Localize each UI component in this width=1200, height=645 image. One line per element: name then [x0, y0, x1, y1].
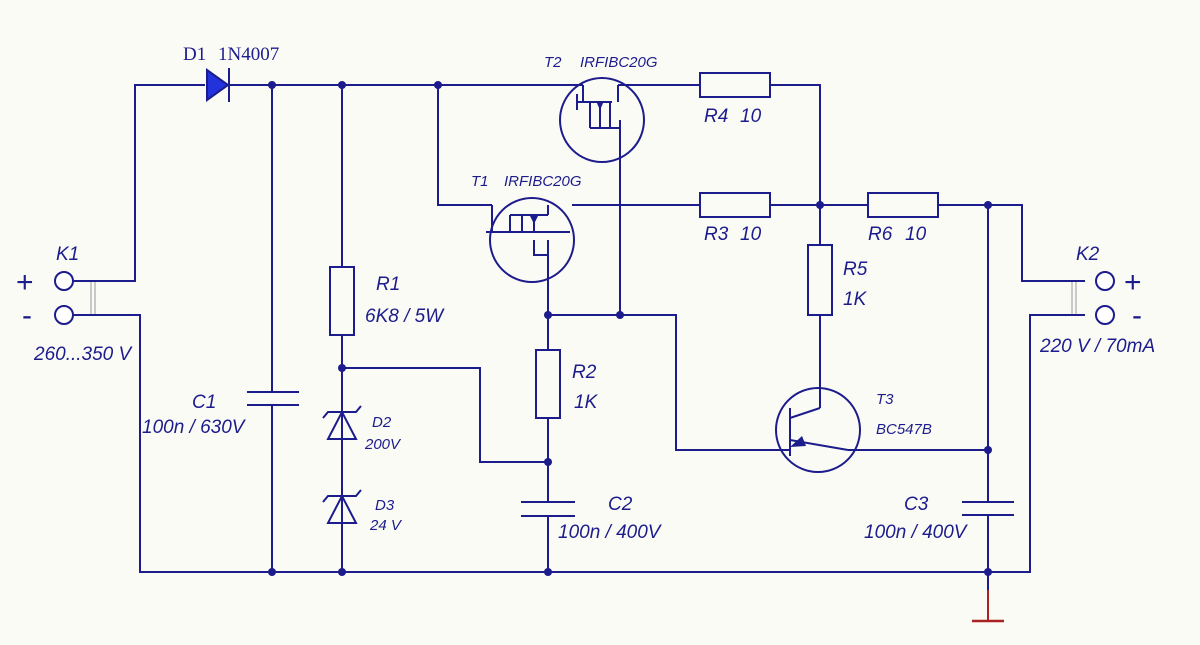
- c3-ref: C3: [904, 494, 929, 515]
- resistor-r5: R5 1K: [807, 244, 868, 316]
- r3-value: 10: [740, 224, 762, 245]
- resistor-r4: R4 10: [699, 72, 771, 127]
- r6-value: 10: [905, 224, 927, 245]
- t1-value: IRFIBC20G: [504, 173, 582, 190]
- resistor-r6: R6 10: [867, 192, 939, 245]
- k2-minus-pin: [1095, 305, 1115, 325]
- k1-minus-sign: -: [22, 299, 32, 332]
- resistor-r3: R3 10: [699, 192, 771, 245]
- capacitor-c2: C2 100n / 400V: [521, 494, 663, 543]
- r1-value: 6K8 / 5W: [365, 306, 445, 327]
- diode-d1: D1 1N4007: [183, 44, 279, 102]
- c2-ref: C2: [608, 494, 633, 515]
- r4-ref: R4: [704, 106, 728, 127]
- r5-value: 1K: [843, 289, 868, 310]
- resistor-r1: R1 6K8 / 5W: [329, 266, 445, 336]
- junction-dots: [268, 81, 992, 576]
- c1-value: 100n / 630V: [142, 417, 247, 438]
- t1-ref: T1: [471, 173, 489, 190]
- transistor-t3: T3 BC547B: [775, 387, 932, 473]
- t2-value: IRFIBC20G: [580, 54, 658, 71]
- r6-ref: R6: [868, 224, 893, 245]
- k2-plus-pin: [1095, 271, 1115, 291]
- d1-ref: D1: [183, 44, 206, 65]
- mosfet-t2: T2 IRFIBC20G: [544, 54, 658, 163]
- mosfet-t1: T1 IRFIBC20G: [471, 173, 582, 283]
- connector-k2: K2 + - 220 V / 70mA: [1039, 244, 1155, 357]
- zener-d3: D3 24 V: [322, 489, 403, 534]
- r1-ref: R1: [376, 274, 400, 295]
- d3-value: 24 V: [369, 517, 403, 534]
- k2-minus-sign: -: [1132, 299, 1142, 332]
- k1-label: K1: [56, 244, 79, 265]
- k1-minus-pin: [54, 305, 74, 325]
- zener-d2: D2 200V: [322, 405, 402, 453]
- k1-voltage-range: 260...350 V: [33, 344, 134, 365]
- k1-plus-sign: +: [16, 266, 34, 299]
- r2-ref: R2: [572, 362, 597, 383]
- d2-value: 200V: [364, 436, 402, 453]
- r3-ref: R3: [704, 224, 729, 245]
- c3-value: 100n / 400V: [864, 522, 969, 543]
- k2-rating: 220 V / 70mA: [1039, 336, 1155, 357]
- r5-ref: R5: [843, 259, 868, 280]
- k1-plus-pin: [54, 271, 74, 291]
- r2-value: 1K: [574, 392, 599, 413]
- d1-value: 1N4007: [218, 44, 279, 65]
- k2-plus-sign: +: [1124, 266, 1142, 299]
- d3-ref: D3: [375, 497, 395, 514]
- connector-k1: K1 + - 260...350 V: [16, 244, 134, 365]
- capacitor-c3: C3 100n / 400V: [864, 494, 1014, 543]
- r4-value: 10: [740, 106, 762, 127]
- resistor-r2: R2 1K: [535, 349, 599, 419]
- t3-ref: T3: [876, 391, 894, 408]
- c1-ref: C1: [192, 392, 216, 413]
- ground-icon: [972, 590, 1004, 623]
- c2-value: 100n / 400V: [558, 522, 663, 543]
- t3-value: BC547B: [876, 421, 932, 438]
- t2-ref: T2: [544, 54, 562, 71]
- d2-ref: D2: [372, 414, 392, 431]
- capacitor-c1: C1 100n / 630V: [142, 391, 299, 438]
- k2-label: K2: [1076, 244, 1100, 265]
